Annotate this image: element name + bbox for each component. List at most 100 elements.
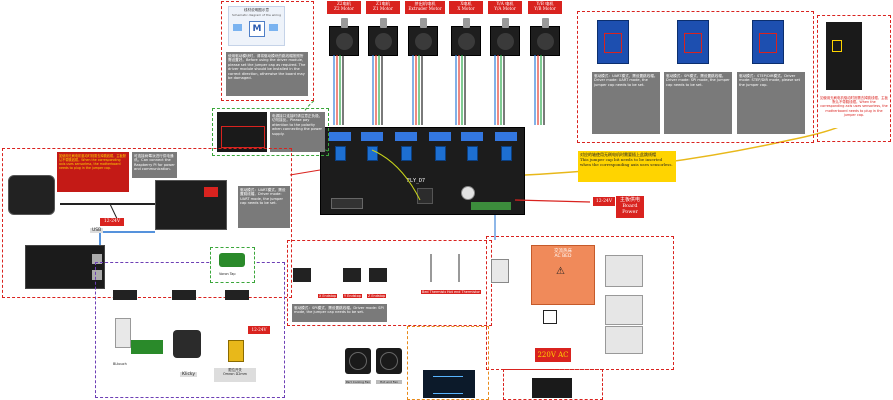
adapter-terminal	[204, 187, 218, 197]
y-endstop-label: Y Endstop	[343, 294, 362, 298]
part-cooling-fan-label: Part Cooling Fan	[345, 380, 371, 384]
motor-tag-z2: Z2电机 Z2 Motor	[327, 1, 361, 14]
jumper-highlight	[604, 33, 622, 53]
stepper-motor-ya	[490, 18, 520, 56]
motor-tag-z1: Z1电机 Z1 Motor	[366, 1, 400, 14]
psu-module-2	[605, 295, 643, 325]
x-endstop	[293, 268, 311, 282]
motor-label-en: Extruder Motor	[408, 6, 442, 11]
stepper-motor-z2	[329, 18, 359, 56]
top-diagram-box: 线材说明图示意 Schematic diagram of the wiring …	[228, 6, 285, 46]
stepper-driver	[467, 146, 478, 161]
endstop-note: 驱动模式：SPI模式，需设置跳线帽。Driver mode: SPI mode,…	[292, 304, 387, 322]
probe-panel	[95, 262, 285, 398]
bltouch-note	[131, 340, 163, 354]
bltouch-label: BLtouch	[113, 362, 127, 366]
hotend-fan-icon	[376, 348, 402, 374]
thermistor-probe	[458, 254, 460, 282]
bed-thermistor-label: Bed Thermistor	[421, 290, 450, 294]
led-strip-photo	[423, 370, 475, 398]
jumper-highlight	[684, 33, 702, 53]
sensorless-panel	[817, 15, 891, 142]
motor-label-en: X Motor	[457, 6, 475, 11]
jumper-grid	[221, 126, 265, 148]
stepper-motor-x	[451, 18, 481, 56]
klicky-label: Klicky	[180, 372, 198, 377]
motor-terminal	[361, 132, 383, 141]
driver-note-3: 驱动模式：STEP/DIR模式。Driver mode: STEP/DIR mo…	[737, 72, 805, 134]
probe-connector-3	[225, 290, 249, 300]
driver-photo-2	[677, 20, 709, 64]
top-diagram-title: 线材说明图示意	[243, 8, 270, 12]
probe-connector-1	[113, 290, 137, 300]
probe-connector-2	[172, 290, 196, 300]
y-endstop	[343, 268, 361, 282]
power-label-text: 如使用无刷电机驱动时则需去掉跳线帽，主板默认不带跳线帽。When the cor…	[59, 154, 126, 170]
bottom-device	[532, 378, 572, 398]
psu-module	[605, 255, 643, 287]
board-power-cn: 主板供电	[619, 197, 640, 203]
part-cooling-fan-icon	[345, 348, 371, 374]
stepper-driver	[367, 146, 378, 161]
driver-config-panel	[577, 11, 814, 143]
io-terminal	[471, 202, 511, 210]
top-left-panel	[221, 1, 314, 101]
voron-tap-label: Voron Tap	[219, 272, 236, 276]
hotend-fan-label: Hot end Fan	[376, 380, 402, 384]
power-terminal	[331, 198, 363, 209]
sensorless-note-text: 如使用无刷电机驱动时则需去掉跳线帽，主板默认不带跳线帽。When the cor…	[820, 96, 888, 117]
warning-icon: ⚠	[556, 266, 565, 277]
z-endstop	[369, 268, 387, 282]
ac-voltage-tag: 220V AC	[535, 348, 571, 362]
stepper-motor-extruder	[408, 18, 438, 56]
driver-photo-1	[597, 20, 629, 64]
ac-bed-cn: 交流热床	[554, 249, 572, 254]
limit-switch-cn: 限位开关	[228, 368, 242, 372]
stepper-driver	[335, 146, 346, 161]
stepper-driver	[401, 146, 412, 161]
raspberry-panel	[2, 148, 292, 298]
top-note: 使用驱动模块时，请将驱动模块的跳线帽按照所需设置好。Before using t…	[226, 52, 308, 96]
motor-label-cn: Y/A 电机	[496, 1, 514, 6]
top-diagram-subtitle: Schematic diagram of the wiring	[232, 13, 281, 17]
sensorless-note: 如使用无刷电机驱动时则需去掉跳线帽，主板默认不带跳线帽。When the cor…	[820, 96, 888, 128]
motor-label-cn: 挤出机电机	[414, 1, 436, 6]
raspberry-voltage-tag: 12-24V	[100, 218, 124, 226]
jumper-highlight	[832, 40, 842, 52]
raspberry-pi-board	[25, 245, 105, 289]
hotend-thermistor-label: Hot end Thermistor	[446, 290, 481, 294]
motor-terminal	[329, 132, 351, 141]
jumper-note-cn: 对应的轴使用无刷电机时需要插上此跳线帽	[580, 152, 656, 157]
thermal-fuse	[543, 310, 557, 324]
board-label: FLY_D7	[407, 178, 426, 184]
z-endstop-label: Z Endstop	[367, 294, 387, 298]
jumper-note-en: This jumper cap bit needs to be inserted…	[580, 157, 673, 167]
usb-port	[92, 254, 102, 264]
chip-icon: M	[249, 21, 265, 37]
motor-terminal	[395, 132, 417, 141]
jumper-note: 电源接口连接时请注意正负极，切勿接反。Please pay attention …	[270, 112, 325, 152]
motor-tag-x: X电机 X Motor	[449, 1, 483, 14]
board-power-en: Board Power	[622, 203, 638, 215]
motor-terminal	[461, 132, 483, 141]
stepper-driver	[501, 146, 512, 161]
ac-bed-en: AC BED	[554, 254, 572, 259]
stepper-motor-yb	[530, 18, 560, 56]
board-power-tag: 主板供电 Board Power	[616, 196, 644, 218]
x-endstop-label: X Endstop	[318, 294, 338, 298]
motor-label-cn: X电机	[460, 1, 472, 6]
limit-switch-device	[228, 340, 244, 362]
mid-note: 可连接树莓派进行供电通讯。Can connect the Raspberry P…	[132, 152, 177, 178]
bottom-device-panel	[503, 369, 603, 400]
left-connector-icon	[233, 24, 242, 31]
klicky-device	[173, 330, 201, 358]
voron-tap-box: Voron Tap	[210, 247, 255, 283]
right-connector-icon	[269, 24, 278, 31]
motor-label-cn: Z2电机	[337, 1, 351, 6]
limit-switch-en: Omron D2mm	[223, 372, 247, 376]
jumper-panel	[212, 108, 329, 156]
jumper-highlight	[759, 33, 777, 53]
sensorless-photo	[826, 22, 862, 90]
endstop-panel	[287, 240, 492, 326]
motor-label-en: Y/A Motor	[494, 6, 516, 11]
